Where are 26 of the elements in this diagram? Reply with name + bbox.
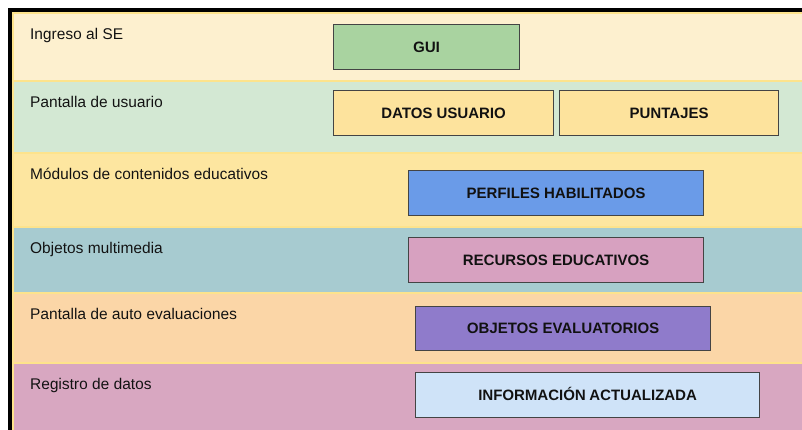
- section-heading: Registro de datos: [30, 376, 152, 394]
- module-label: GUI: [413, 38, 440, 56]
- module-label: OBJETOS EVALUATORIOS: [466, 320, 660, 337]
- module-box: [333, 90, 554, 136]
- module-box: [559, 90, 779, 136]
- section-band: [14, 228, 802, 292]
- module-box: [408, 170, 704, 216]
- module-box: [415, 372, 760, 418]
- section-band: [14, 154, 802, 226]
- section-heading: Objetos multimedia: [30, 240, 163, 258]
- section-band: [14, 82, 802, 152]
- section-band: [14, 14, 802, 80]
- module-label: DATOS USUARIO: [381, 104, 506, 122]
- module-label: INFORMACIÓN ACTUALIZADA: [478, 386, 697, 404]
- module-box: [415, 306, 711, 351]
- module-box: [408, 237, 704, 283]
- section-heading: Pantalla de auto evaluaciones: [30, 306, 237, 324]
- section-heading: Pantalla de usuario: [30, 94, 163, 112]
- module-label: RECURSOS EDUCATIVOS: [462, 252, 650, 268]
- section-heading: Módulos de contenidos educativos: [30, 166, 268, 184]
- section-heading: Ingreso al SE: [30, 26, 124, 44]
- module-label: PUNTAJES: [630, 104, 708, 122]
- module-box: [333, 24, 520, 70]
- section-band: [14, 364, 802, 430]
- module-label: PERFILES HABILITADOS: [466, 184, 646, 202]
- section-band: [14, 294, 802, 362]
